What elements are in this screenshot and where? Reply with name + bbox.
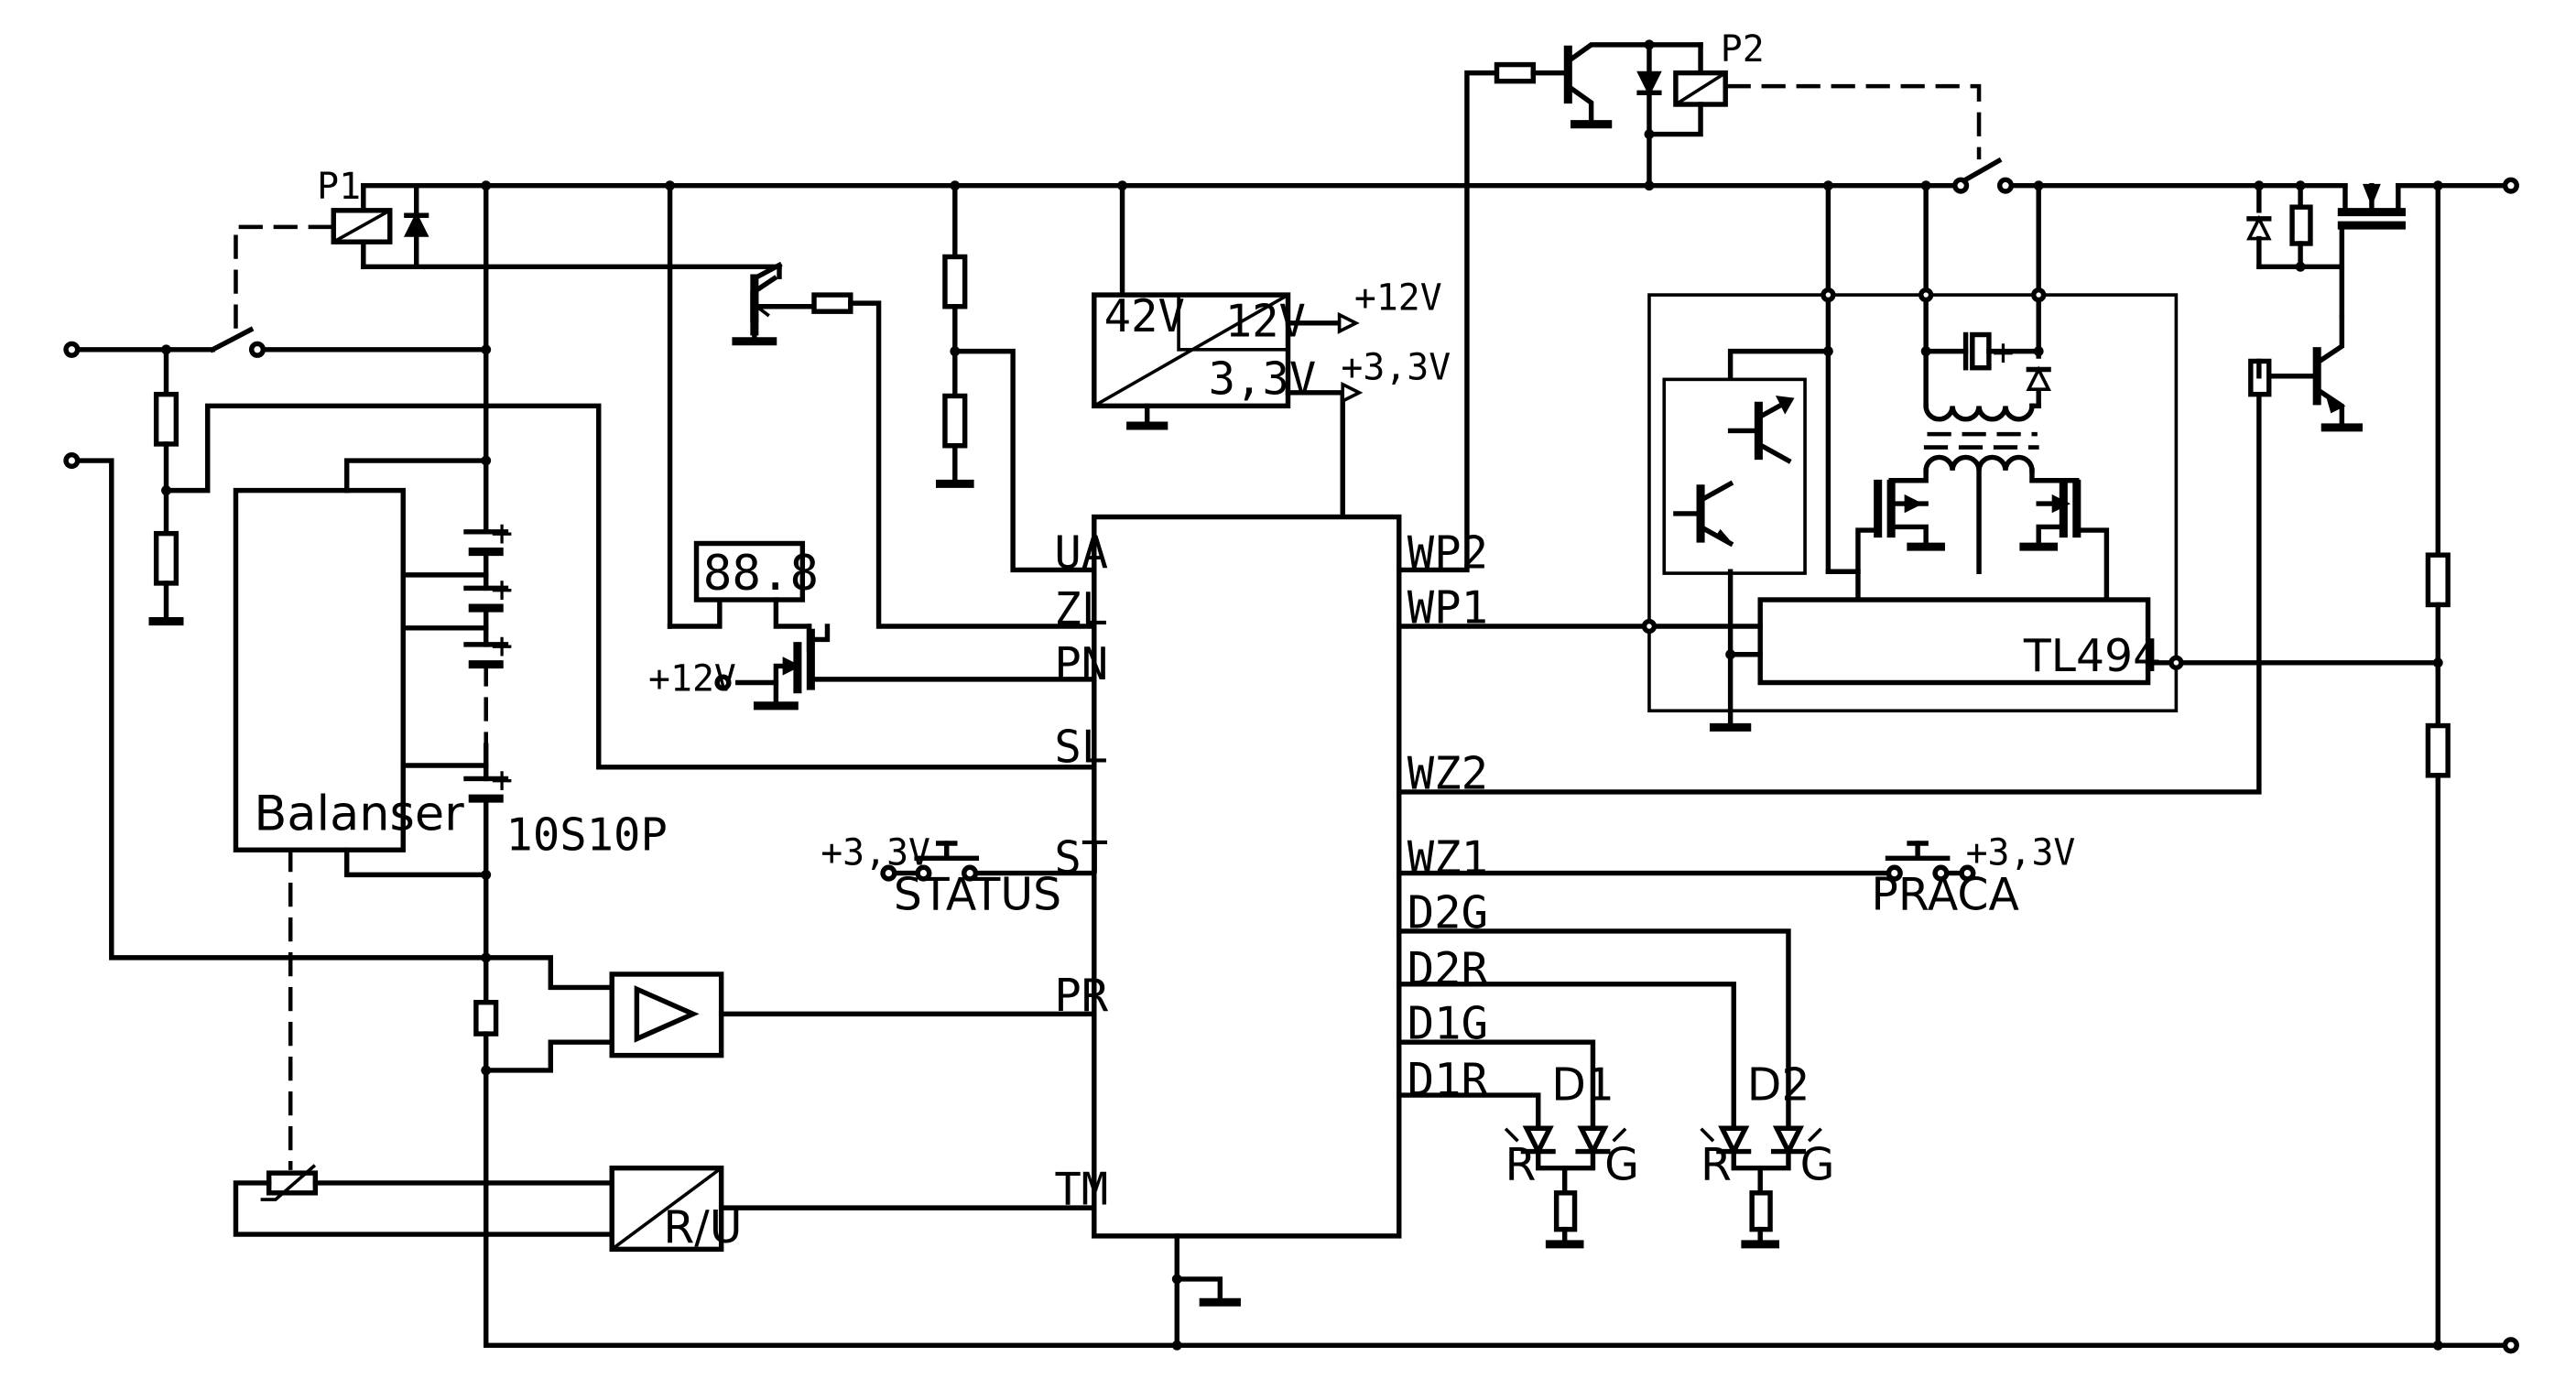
positive-rail (361, 177, 2519, 194)
seven-segment-display: 88.8 (665, 180, 819, 629)
negative-rail (484, 1337, 2519, 1354)
supply-33v-top-label: +3,3V (1341, 346, 1451, 388)
supply-12v-top-label: +12V (1354, 277, 1442, 319)
mcu-pin-WZ1: WZ1 (1408, 832, 1488, 884)
converter-input-label: 42V (1104, 290, 1185, 342)
p2-base-resistor (1494, 61, 1537, 84)
output-negative-terminal (2502, 1337, 2519, 1354)
input-switch-p1 (63, 326, 492, 358)
display-digits: 88.8 (703, 546, 819, 602)
relay-p2-mechanical-link (1726, 83, 1982, 160)
praca-button-label: PRACA (1871, 868, 2019, 920)
relay-p2-label: P2 (1721, 28, 1765, 71)
output-switch-stage (1397, 180, 2443, 795)
battery-pack: + + + + 10S10P (463, 180, 668, 1349)
divider-resistor-top (153, 391, 179, 447)
led-d1-resistor (1553, 1190, 1578, 1232)
svg-text:+: + (491, 759, 513, 801)
relay-p2: P2 (1636, 28, 2015, 194)
input-voltage-divider (148, 347, 1095, 770)
svg-text:+: + (491, 624, 513, 667)
shunt-resistor (473, 1000, 499, 1036)
converter-33v-label: 3,3V (1209, 353, 1317, 406)
divider-resistor-bottom (153, 530, 179, 586)
relay-p1-diode (403, 182, 429, 270)
relay-p1-label: P1 (317, 166, 361, 208)
mcu-pin-TM: TM (1054, 1163, 1108, 1215)
led-d1-label: D1 (1551, 1058, 1614, 1111)
svg-text:+: + (491, 569, 513, 611)
flyback-transformer (1888, 403, 2080, 574)
status-button[interactable]: +3,3V STATUS (821, 832, 1095, 921)
current-amplifier (609, 971, 1095, 1058)
input-positive-terminal (63, 341, 81, 358)
ua-divider-resistor-bottom (942, 393, 968, 449)
svg-text:+: + (1993, 331, 2015, 374)
display-mosfet: +12V (648, 624, 1095, 711)
tl494-controller: TL494 (1397, 569, 2443, 732)
battery-voltage-divider (935, 180, 1095, 573)
supply-12v-left-label: +12V (648, 658, 736, 700)
mcu-pin-D2R: D2R (1408, 943, 1489, 995)
led-d1-green-label: G (1604, 1138, 1639, 1190)
flyback-wiring: + (1727, 180, 2051, 602)
mcu-pin-D1R: D1R (1408, 1054, 1489, 1106)
output-divider-resistor-top (2425, 552, 2451, 608)
led-d2-label: D2 (1747, 1058, 1810, 1111)
relay-p1: P1 (317, 166, 782, 270)
led-d2-green-label: G (1800, 1138, 1835, 1190)
driver-transistor-block (1662, 377, 1807, 575)
current-sense-wiring (63, 451, 614, 1073)
supply-12v-left-terminal (714, 674, 732, 691)
balancer-label: Balanser (254, 787, 464, 842)
flyback-mosfet-left (1855, 479, 1945, 574)
mcu-pin-ST: ST (1054, 832, 1108, 884)
relay-p1-driver-transistor (732, 261, 1095, 629)
tl494-label: TL494 (2023, 630, 2161, 682)
dc-dc-converter: 42V 12V 3,3V +12V +3,3V (1092, 180, 1451, 520)
supply-33v-praca-label: +3,3V (1966, 832, 2076, 874)
thermistor (233, 1164, 614, 1237)
supply-33v-status-label: +3,3V (821, 832, 930, 874)
svg-text:+: + (491, 512, 513, 554)
gate-resistor (2289, 204, 2313, 246)
relay-p1-mechanical-link (234, 224, 332, 329)
relay-p2-contact (1996, 177, 2015, 194)
led-d1: D1 R G (1397, 1039, 1639, 1249)
input-negative-terminal (63, 451, 81, 470)
mcu-pin-ZL: ZL (1054, 583, 1108, 635)
output-voltage-divider (2425, 182, 2451, 1351)
resistance-to-voltage-converter: R/U (609, 1165, 1095, 1253)
mcu-pin-PN: PN (1054, 638, 1108, 690)
base-resistor (811, 292, 853, 314)
led-d2-resistor (1749, 1190, 1773, 1232)
status-button-label: STATUS (894, 868, 1061, 920)
led-d2-red-label: R (1701, 1138, 1732, 1190)
mcu-pin-PR: PR (1054, 970, 1108, 1022)
flyback-mosfet-right (2019, 479, 2110, 602)
output-positive-terminal (2502, 177, 2519, 194)
ua-divider-resistor-top (942, 254, 968, 309)
mcu-pin-SL: SL (1054, 721, 1108, 773)
praca-button[interactable]: +3,3V PRACA (1397, 832, 2076, 921)
battery-label: 10S10P (505, 809, 667, 861)
balancer-module: Balanser (233, 458, 489, 1170)
output-divider-resistor-bottom (2425, 722, 2451, 778)
mcu-pin-UA: UA (1054, 527, 1108, 580)
led-d2: D2 R G (1397, 928, 1835, 1249)
led-d1-red-label: R (1505, 1138, 1537, 1190)
converter-enclosure (1647, 293, 2179, 713)
